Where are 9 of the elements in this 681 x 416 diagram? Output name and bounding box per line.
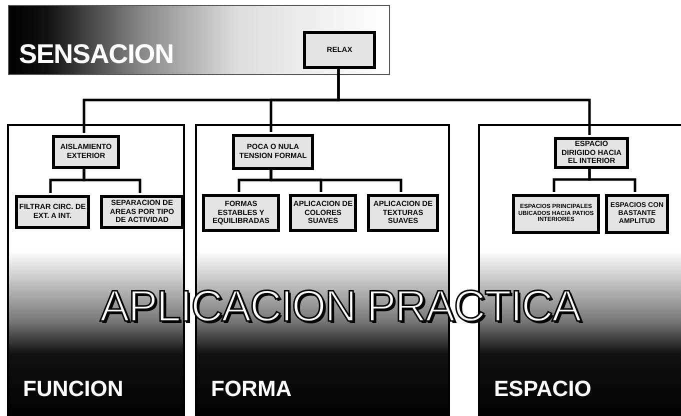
connector-line xyxy=(270,168,402,192)
connector-line xyxy=(588,167,636,192)
connector-line xyxy=(82,167,142,193)
column-title: FUNCION xyxy=(23,378,124,400)
connector-line xyxy=(337,68,591,135)
header-band xyxy=(8,5,390,75)
section-title: SENSACION xyxy=(19,41,174,68)
column-title: ESPACIO xyxy=(494,378,592,400)
column-title: FORMA xyxy=(211,378,292,400)
